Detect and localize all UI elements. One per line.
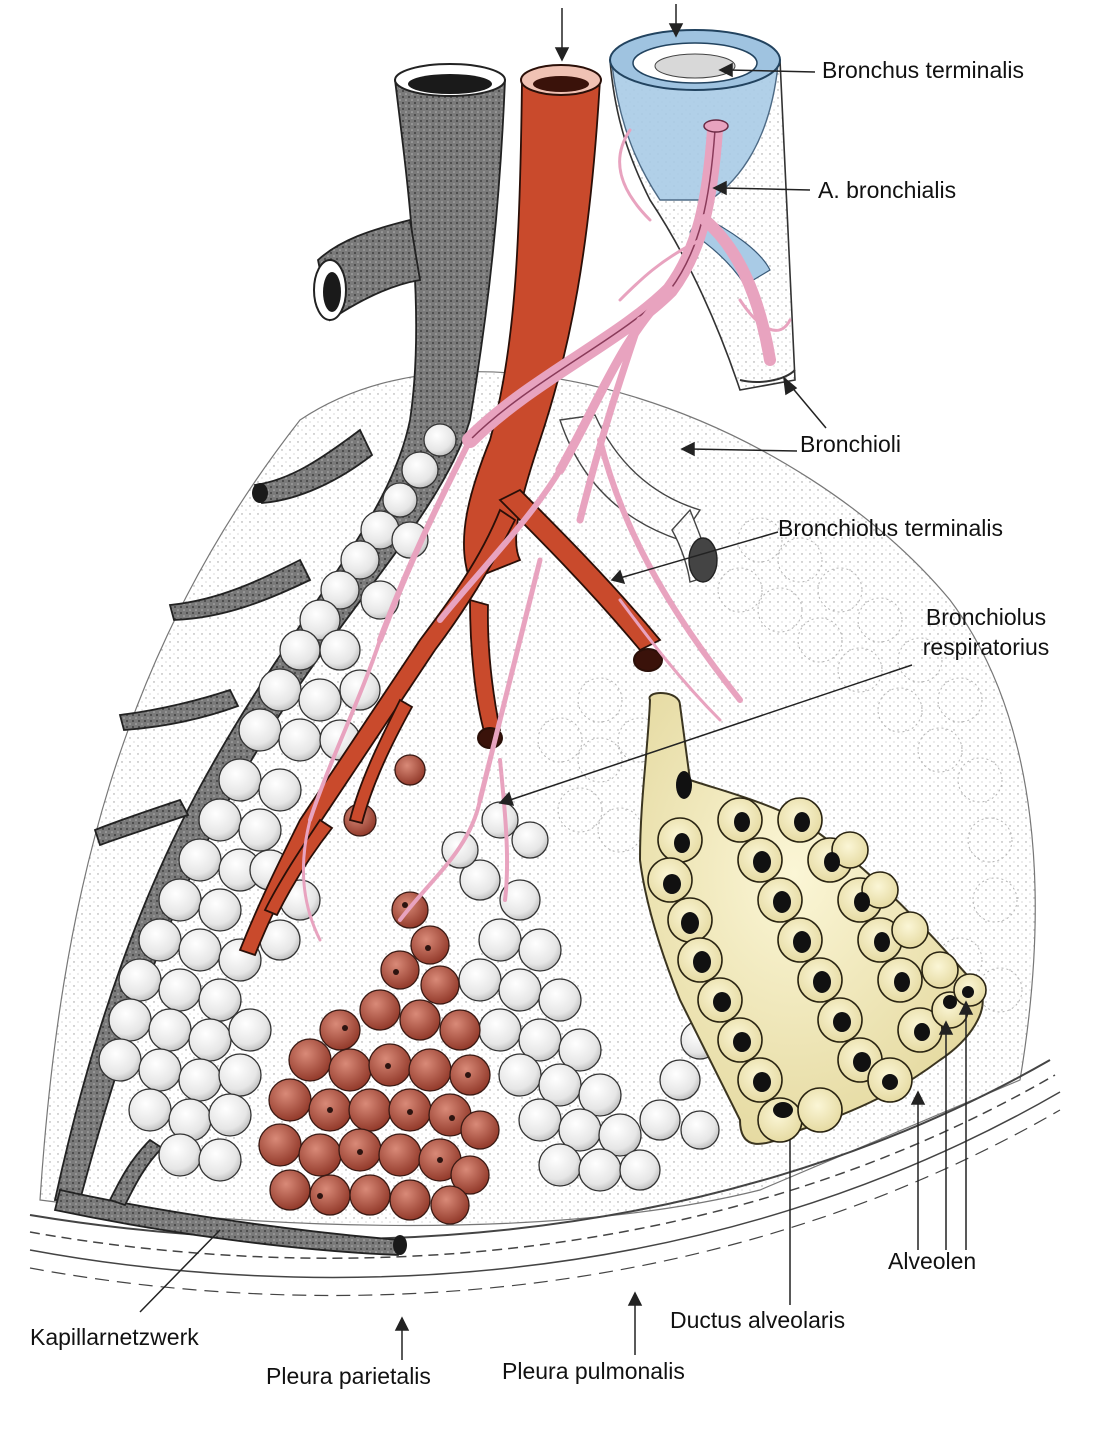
yellow-alveoli-openings (663, 771, 974, 1118)
label-bronchiolus-terminalis: Bronchiolus terminalis (778, 515, 1003, 541)
label-ductus-alveolaris: Ductus alveolaris (670, 1307, 846, 1333)
bronchial-artery-tip (703, 119, 729, 133)
label-bronchus-terminalis: Bronchus terminalis (822, 57, 1024, 83)
label-leader-lines (139, 4, 974, 1360)
capillary-network-cluster (258, 754, 500, 1225)
label-kapillarnetzwerk: Kapillarnetzwerk (30, 1324, 199, 1350)
label-bronchiolus-respiratorius-line2: respiratorius (922, 634, 1050, 660)
bronchioles (559, 414, 718, 583)
label-bronchiolus-respiratorius-line1: Bronchiolus (925, 604, 1047, 630)
artery-openings (477, 64, 663, 749)
vein-openings (252, 63, 506, 1255)
bronchial-artery (301, 122, 792, 942)
label-a-bronchialis: A. bronchialis (818, 177, 957, 203)
label-bronchioli: Bronchioli (800, 431, 901, 457)
pleura-layers (29, 1059, 1061, 1297)
capillary-speckle (317, 902, 471, 1199)
label-alveolen: Alveolen (888, 1248, 977, 1274)
pulmonary-artery (238, 79, 662, 957)
label-pleura-parietalis: Pleura parietalis (266, 1363, 431, 1389)
label-pleura-pulmonalis: Pleura pulmonalis (502, 1358, 685, 1384)
